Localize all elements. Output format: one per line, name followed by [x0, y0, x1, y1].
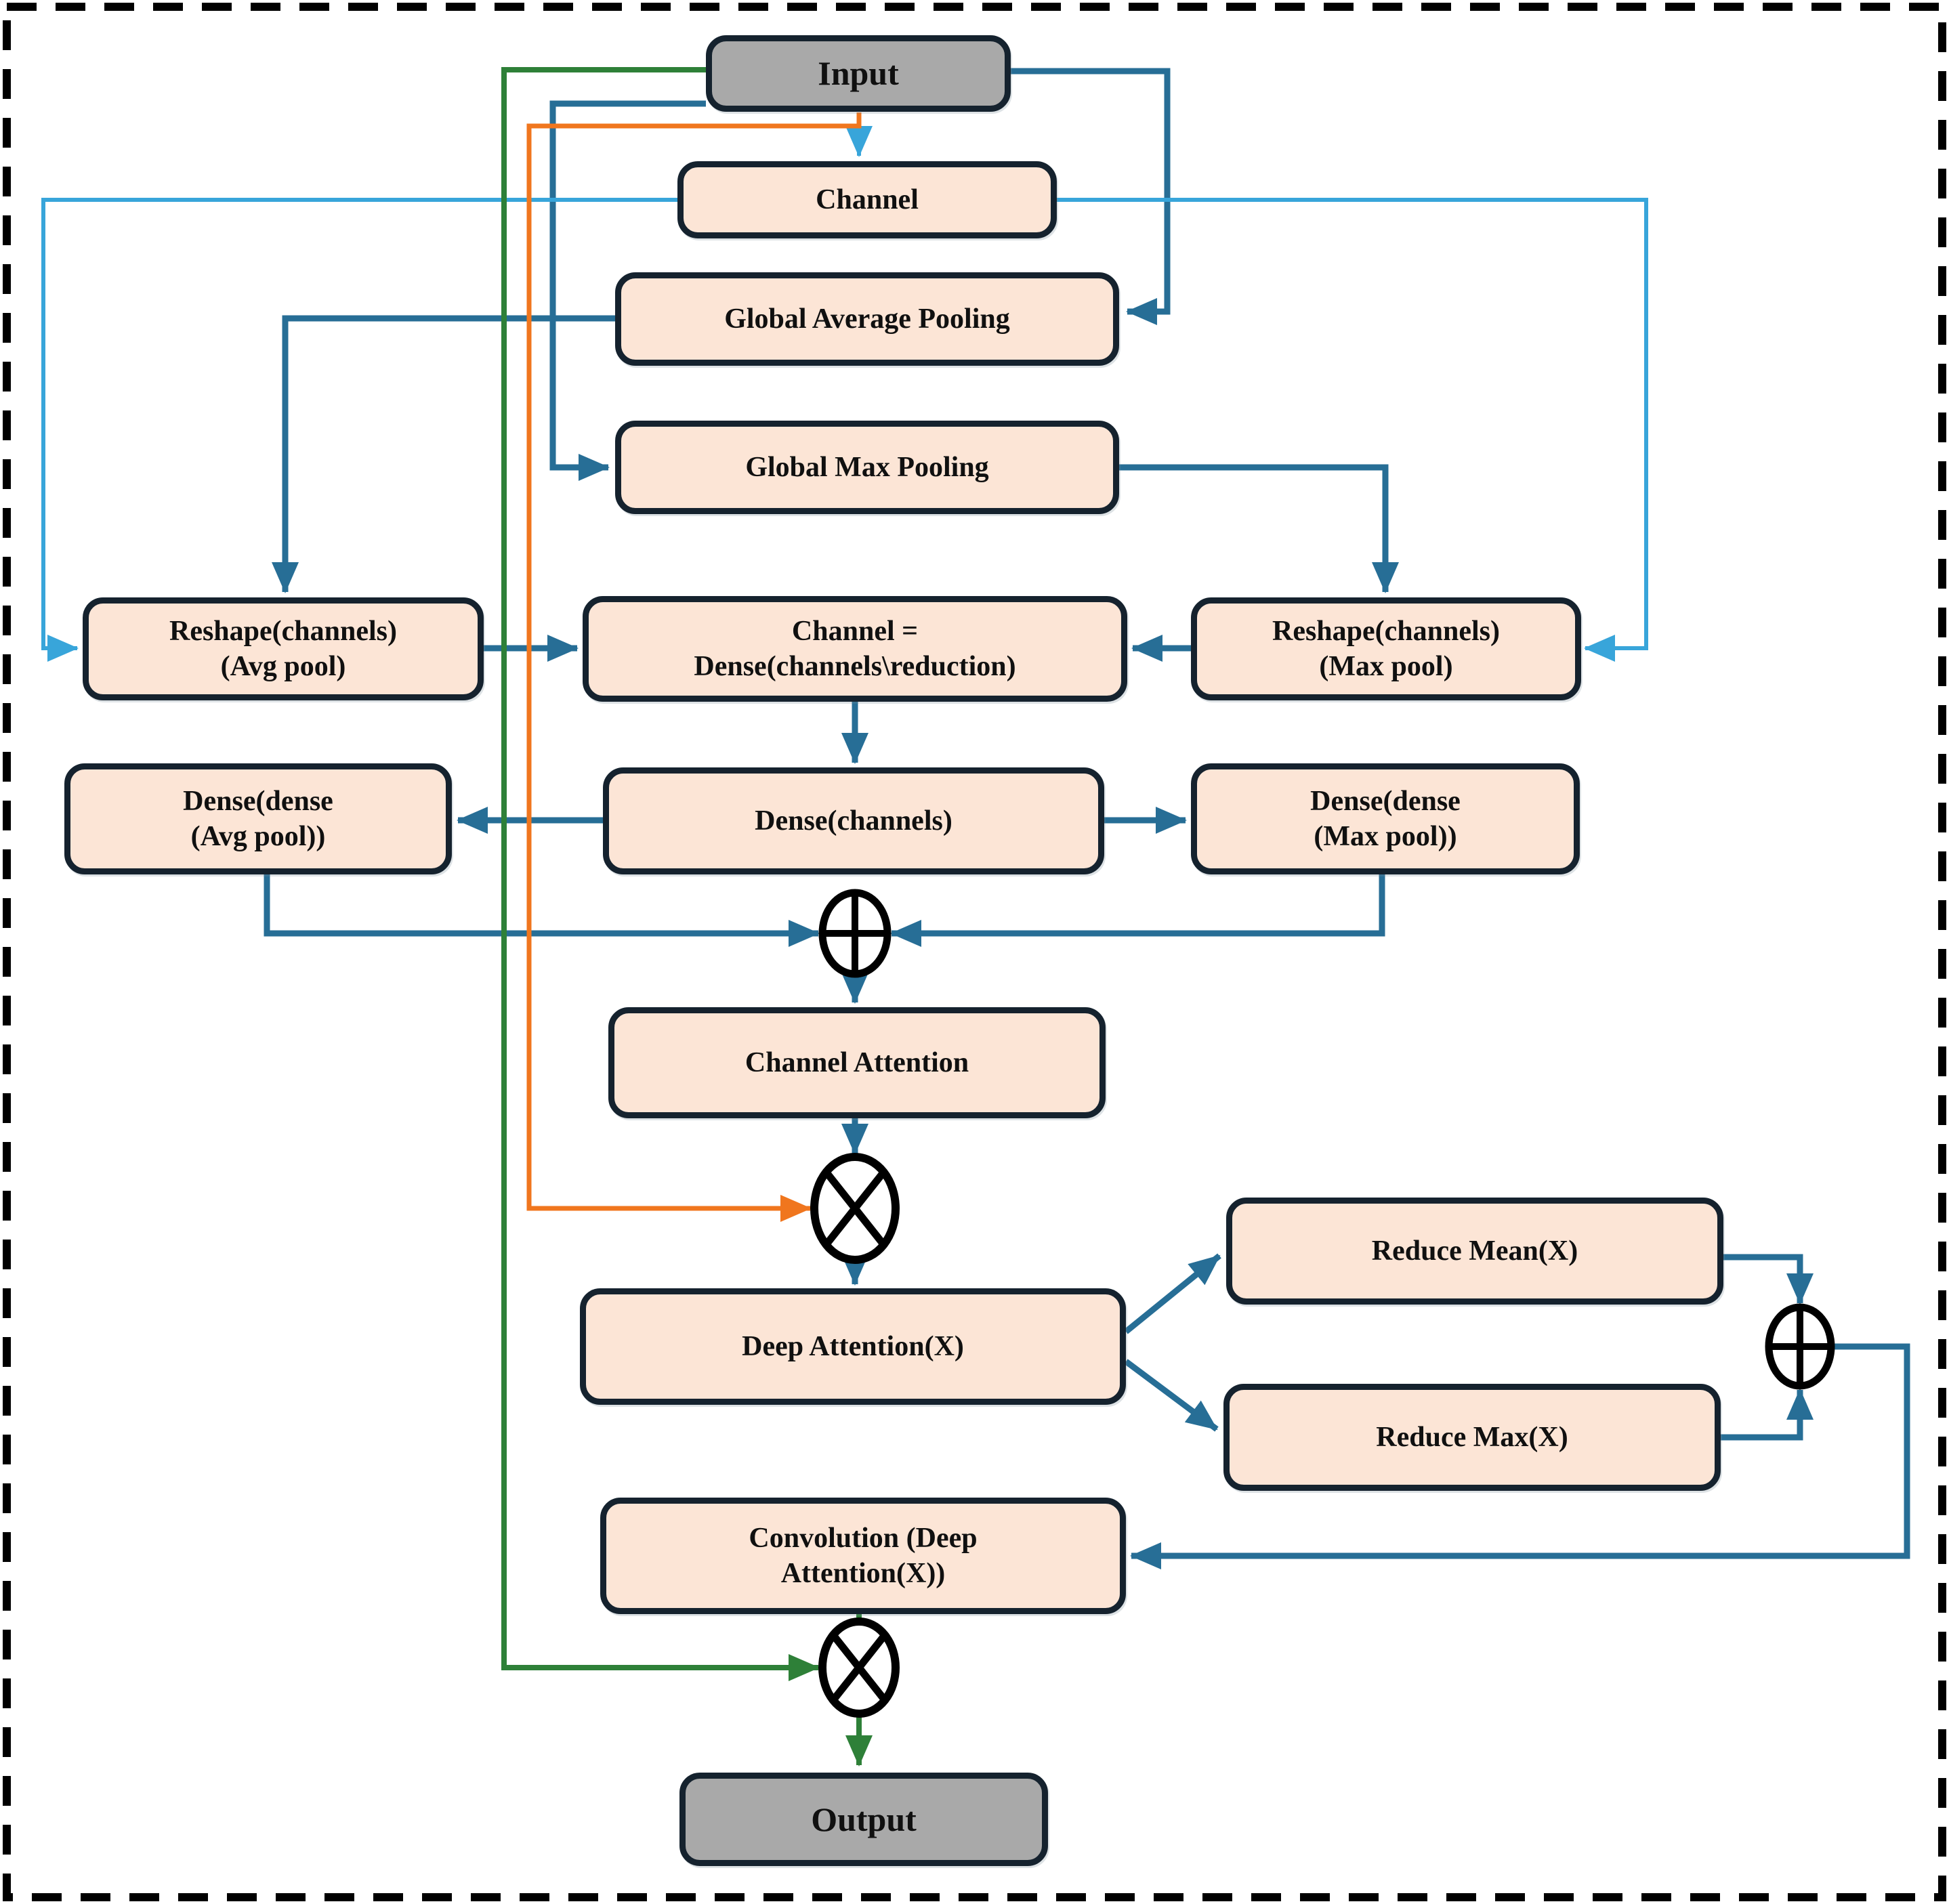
node-reduce-max: Reduce Max(X): [1223, 1384, 1721, 1491]
node-global-average-pooling-label: Global Average Pooling: [724, 303, 1010, 335]
edge-channel-to-reshape-max: [1057, 198, 1648, 662]
node-reshape-max-line1: Reshape(channels): [1272, 615, 1501, 647]
node-channel-dense-line1: Channel =: [791, 615, 919, 647]
node-dense-avg-line2: (Avg pool)): [190, 821, 326, 852]
node-reduce-mean: Reduce Mean(X): [1226, 1198, 1723, 1305]
edge-reduce-max-to-add-right: [1721, 1389, 1814, 1441]
operators: [810, 889, 1835, 1718]
node-channel: Channel: [677, 161, 1057, 238]
edge-input-to-global-max-pool: [549, 100, 706, 481]
node-dense-max-pool: Dense(dense (Max pool)): [1191, 763, 1580, 874]
edge-global-avg-pool-to-reshape-avg: [272, 315, 615, 593]
node-channel-label: Channel: [816, 184, 919, 215]
node-dense-max-line1: Dense(dense: [1310, 785, 1461, 817]
node-channel-dense-line2: Dense(channels\reduction): [694, 651, 1016, 682]
orange-wires: [526, 112, 862, 1222]
node-reshape-max-pool: Reshape(channels) (Max pool): [1191, 597, 1581, 700]
edge-deep-attention-to-reduce-mean: [1124, 1253, 1221, 1334]
edge-deep-attention-to-reduce-max: [1124, 1359, 1219, 1432]
node-output: Output: [679, 1773, 1048, 1866]
node-reduce-mean-label: Reduce Mean(X): [1371, 1235, 1578, 1267]
node-dense-avg-line1: Dense(dense: [183, 785, 333, 817]
dashed-frame: [3, 3, 1946, 1901]
node-output-label: Output: [811, 1800, 917, 1838]
edge-global-max-pool-to-reshape-max: [1119, 464, 1399, 593]
node-channel-attention-label: Channel Attention: [745, 1046, 969, 1078]
edge-input-to-global-avg-pool: [1011, 68, 1171, 325]
node-global-max-pooling-label: Global Max Pooling: [745, 451, 989, 483]
node-reduce-max-label: Reduce Max(X): [1376, 1421, 1568, 1453]
node-reshape-max-line2: (Max pool): [1319, 651, 1453, 682]
node-input: Input: [706, 35, 1011, 112]
node-deep-attention: Deep Attention(X): [580, 1288, 1126, 1405]
multiply-operator-icon: [810, 1153, 900, 1264]
edge-reduce-mean-to-add-right: [1723, 1254, 1814, 1305]
add-operator-icon: [818, 889, 892, 978]
node-reshape-avg-line2: (Avg pool): [220, 651, 346, 682]
add-operator-right-icon: [1765, 1303, 1835, 1390]
node-dense-max-line2: (Max pool)): [1314, 821, 1457, 852]
light-blue-wires: [41, 126, 1648, 662]
node-reshape-avg-pool: Reshape(channels) (Avg pool): [83, 597, 484, 700]
node-dense-avg-pool: Dense(dense (Avg pool)): [64, 763, 452, 874]
edge-input-to-multiply-residual: [526, 112, 862, 1222]
node-channel-attention: Channel Attention: [608, 1007, 1106, 1118]
node-deep-attention-label: Deep Attention(X): [742, 1330, 964, 1362]
node-convolution-deep-attention: Convolution (Deep Attention(X)): [600, 1498, 1126, 1614]
node-global-max-pooling: Global Max Pooling: [615, 421, 1119, 514]
edge-input-to-multiply-bottom-residual: [501, 67, 820, 1681]
node-dense-channels-label: Dense(channels): [755, 805, 952, 837]
edge-add-right-to-convolution: [1130, 1343, 1910, 1569]
node-convolution-line1: Convolution (Deep: [749, 1522, 978, 1554]
edge-channel-to-reshape-avg: [41, 198, 677, 662]
edge-dense-max-to-add: [890, 874, 1385, 947]
edge-dense-avg-to-add: [264, 874, 820, 947]
node-input-label: Input: [818, 54, 899, 93]
multiply-operator-bottom-icon: [818, 1617, 900, 1718]
node-global-average-pooling: Global Average Pooling: [615, 272, 1119, 366]
node-channel-dense-reduction: Channel = Dense(channels\reduction): [583, 596, 1127, 702]
node-convolution-line2: Attention(X)): [780, 1558, 946, 1589]
node-reshape-avg-line1: Reshape(channels): [169, 615, 398, 647]
node-dense-channels: Dense(channels): [603, 767, 1104, 874]
